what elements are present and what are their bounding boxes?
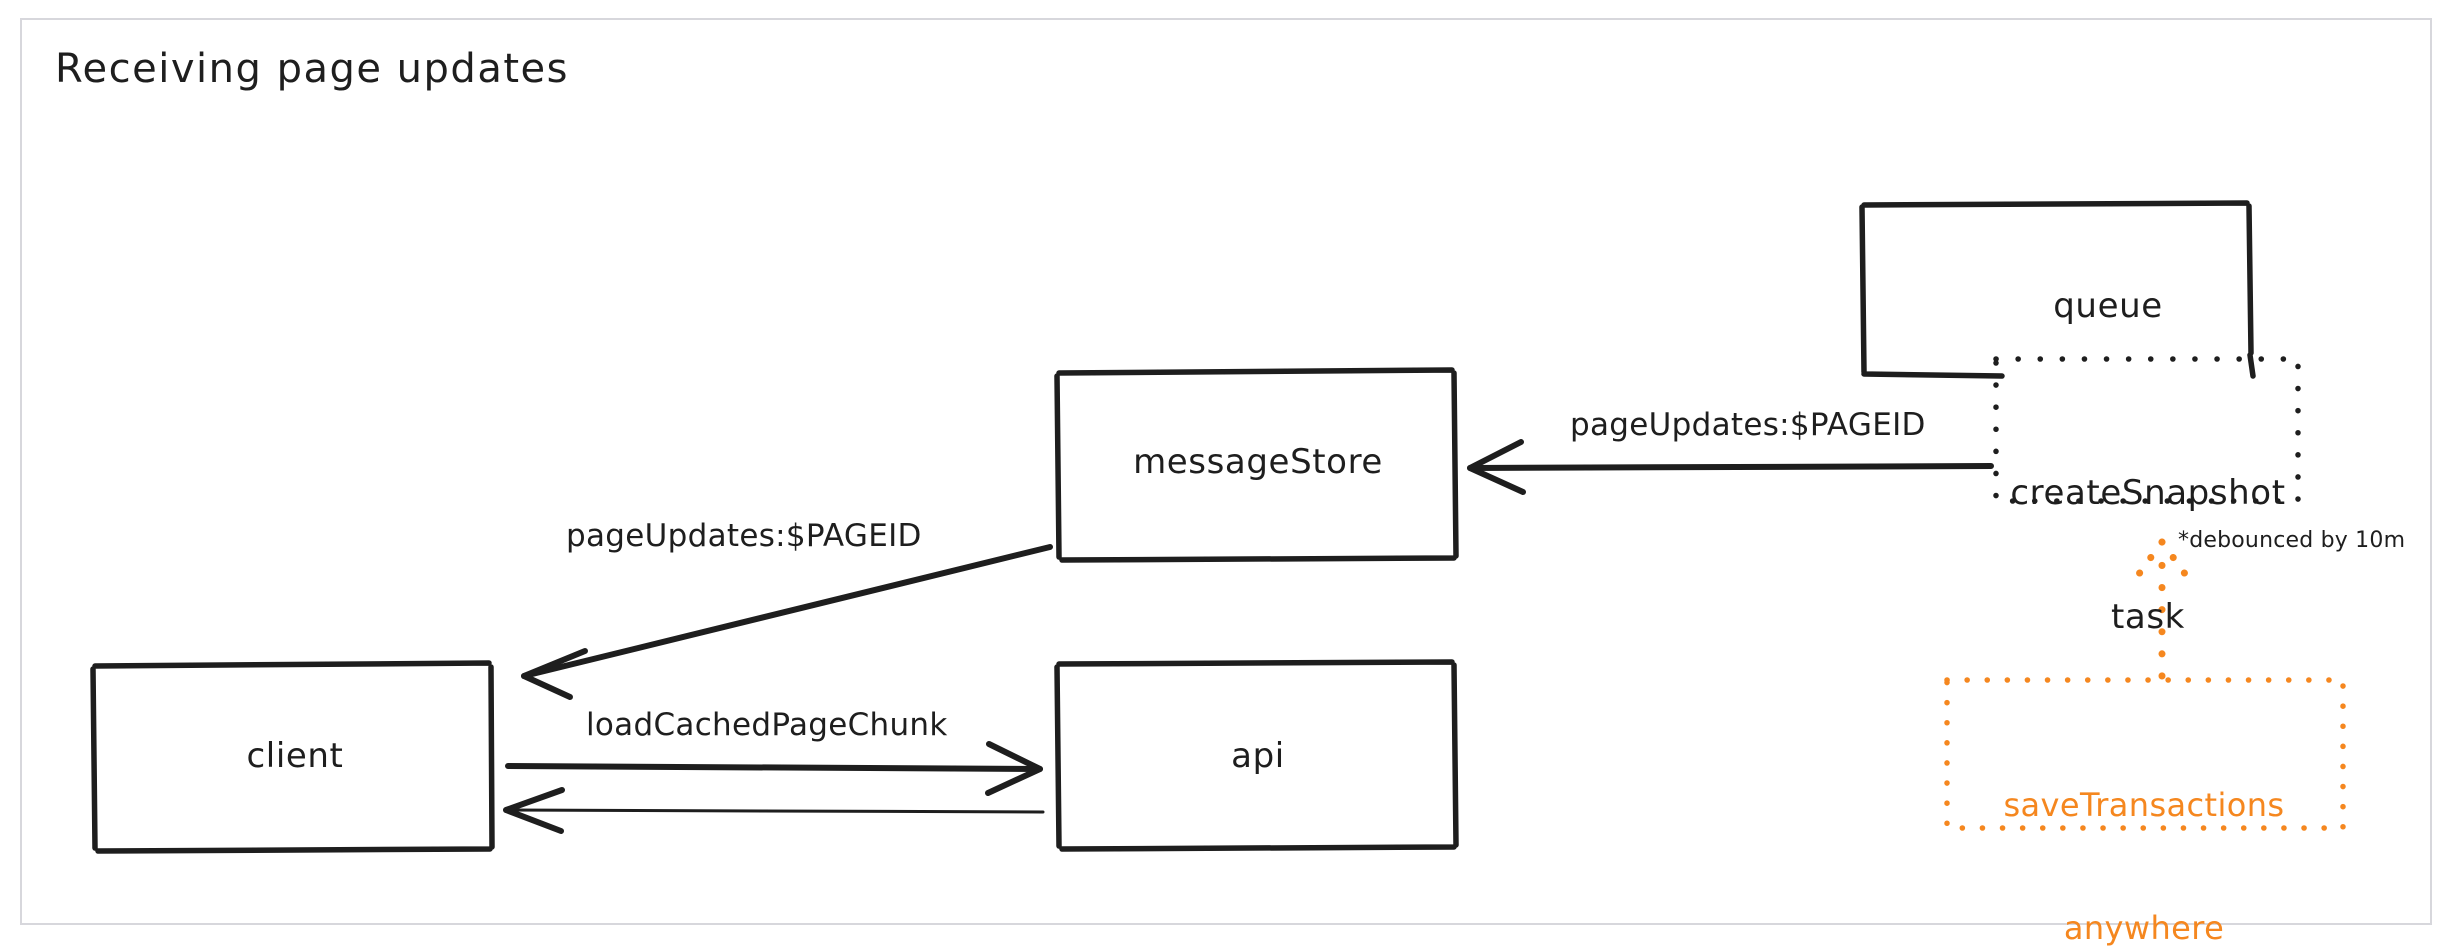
annotation-debounce-note: *debounced by 10m <box>2178 528 2406 553</box>
node-label-message-store: messageStore <box>1133 442 1383 482</box>
page-title: Receiving page updates <box>55 46 569 92</box>
node-label-create-snapshot-line2: task <box>2111 597 2185 638</box>
node-label-api: api <box>1231 736 1285 776</box>
edge-label-messagestore-to-client: pageUpdates:$PAGEID <box>566 518 922 554</box>
node-label-save-transactions-line1: saveTransactions <box>2003 785 2285 824</box>
edge-label-client-to-api: loadCachedPageChunk <box>586 707 948 743</box>
node-label-save-transactions: saveTransactions anywhere <box>1948 703 2340 947</box>
node-label-create-snapshot-line1: createSnapshot <box>2010 472 2286 513</box>
node-label-create-snapshot-task: createSnapshot task <box>1998 390 2298 722</box>
node-label-queue: queue <box>2053 286 2163 326</box>
node-label-client: client <box>246 736 344 776</box>
node-label-save-transactions-line2: anywhere <box>2063 908 2225 947</box>
edge-label-snapshot-to-messagestore: pageUpdates:$PAGEID <box>1570 407 1926 443</box>
